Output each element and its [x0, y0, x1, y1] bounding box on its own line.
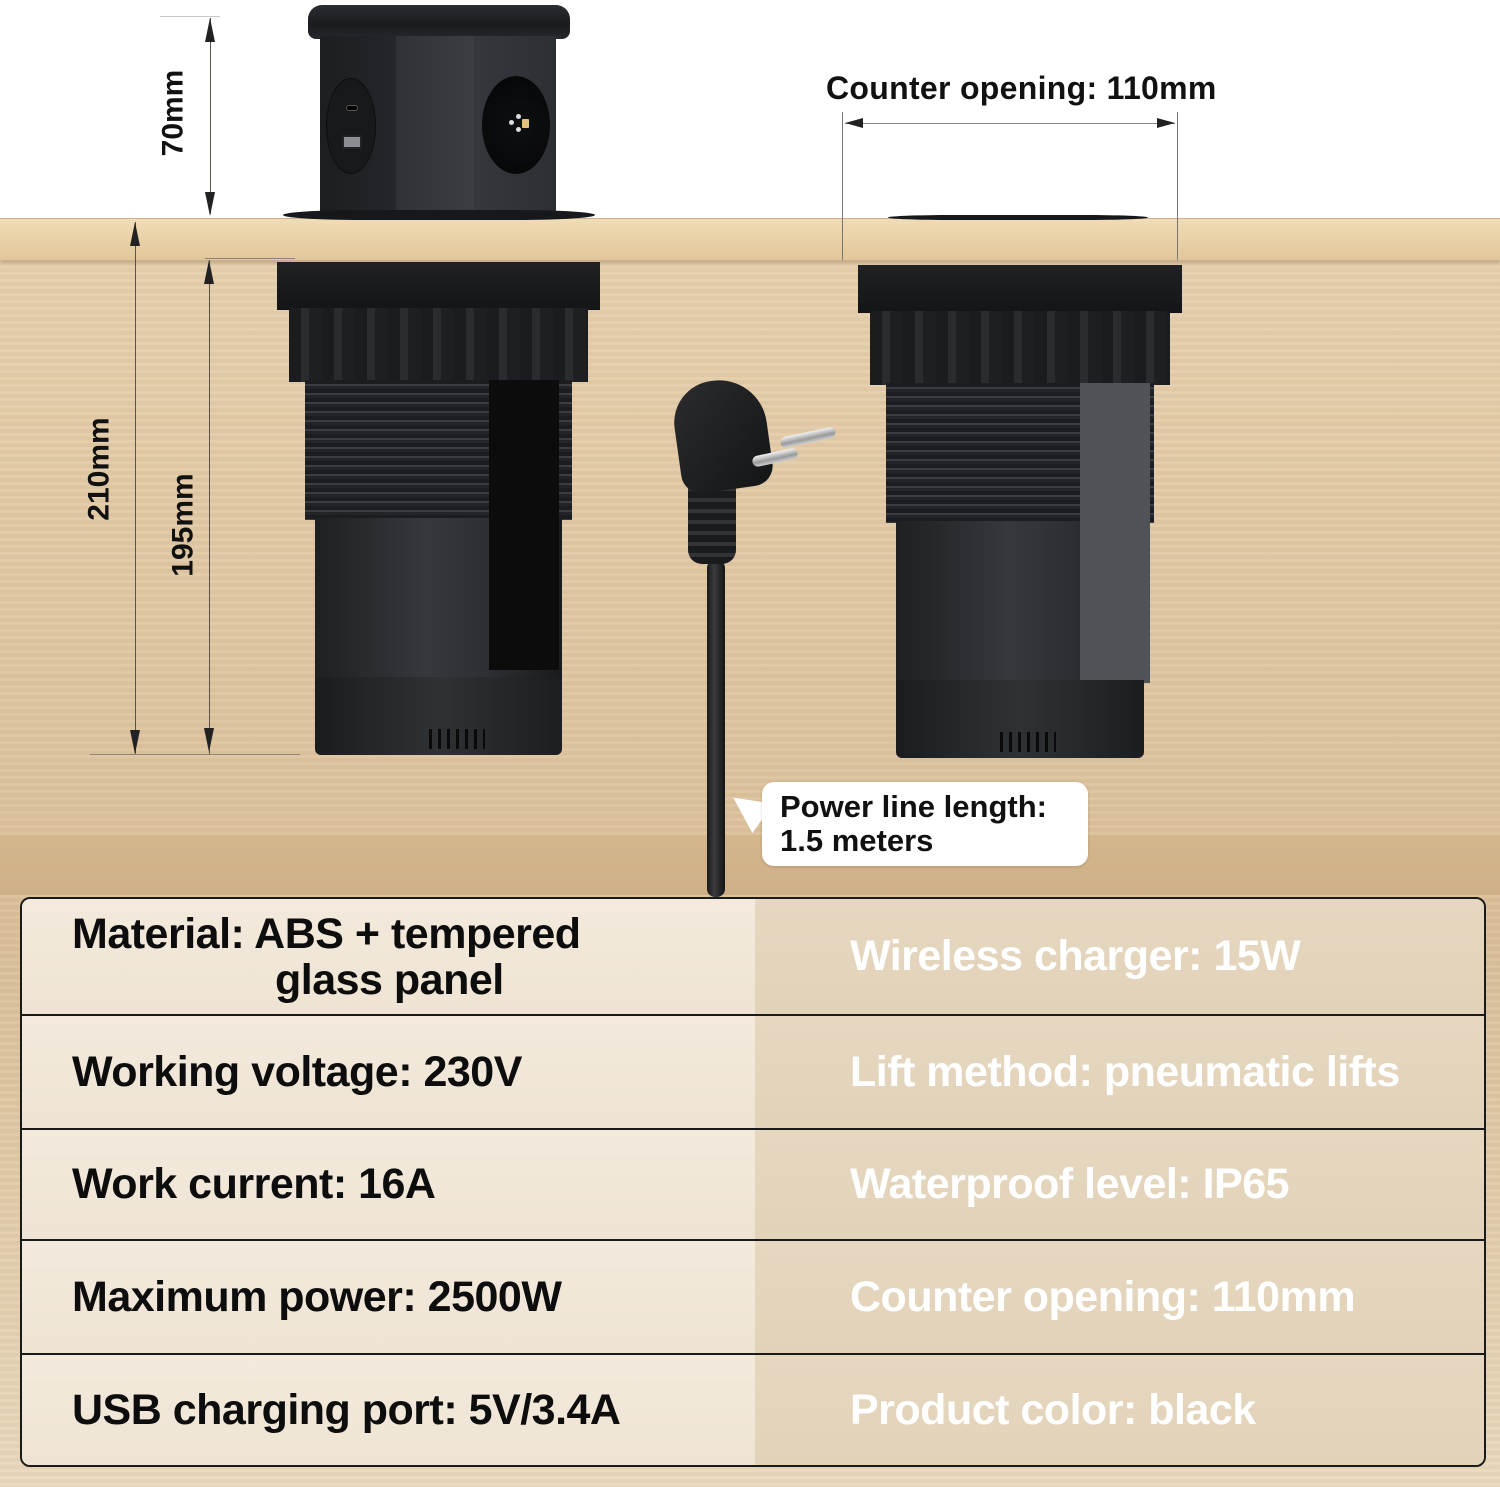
spec-maximum-power: Maximum power: 2500W	[22, 1241, 755, 1355]
housing-base	[315, 677, 562, 755]
tower-flange	[283, 210, 595, 220]
housing-rim	[858, 265, 1182, 313]
tower-body	[320, 36, 556, 214]
power-cable	[707, 560, 725, 897]
extension-line-right	[1177, 112, 1178, 260]
dimension-label-195mm: 195mm	[166, 473, 200, 577]
extension-line-top	[160, 16, 220, 17]
spec-waterproof-level: Waterproof level: IP65	[755, 1130, 1484, 1241]
spec-material-line1: Material: ABS + tempered	[72, 909, 581, 958]
dimension-line	[135, 222, 136, 754]
housing-side-panel	[489, 380, 559, 670]
dimension-line	[210, 18, 211, 214]
extension-line-bottom	[90, 754, 300, 755]
plug-strain-relief	[688, 480, 736, 564]
spec-product-color: Product color: black	[755, 1355, 1484, 1465]
dimension-label-210mm: 210mm	[82, 417, 116, 521]
wireless-charger-lid	[308, 5, 570, 39]
power-line-value: 1.5 meters	[780, 823, 934, 858]
flush-cover-flange	[888, 215, 1148, 220]
usb-a-port-icon	[342, 135, 362, 149]
countertop-board	[0, 218, 1500, 260]
housing-rim	[277, 262, 600, 310]
spec-table: Material: ABS + tempered glass panel Wir…	[20, 897, 1486, 1467]
counter-opening-label: Counter opening: 110mm	[826, 70, 1217, 106]
extension-line-top	[205, 258, 295, 259]
spec-counter-opening: Counter opening: 110mm	[755, 1241, 1484, 1355]
arrow-down-icon	[204, 728, 214, 752]
wood-wall-shadow-band	[0, 835, 1500, 895]
spec-wireless-charger: Wireless charger: 15W	[755, 899, 1484, 1016]
power-line-label: Power line length:	[780, 789, 1047, 824]
housing-side-panel	[1080, 383, 1150, 683]
arrow-down-icon	[130, 730, 140, 754]
socket-pin	[516, 114, 521, 119]
arrow-up-icon	[205, 18, 215, 42]
dimension-line	[209, 260, 210, 754]
dimension-line	[845, 123, 1175, 124]
arrow-up-icon	[130, 222, 140, 246]
dimension-label-70mm: 70mm	[156, 69, 190, 157]
socket-pin	[509, 120, 514, 125]
extension-line-left	[842, 112, 843, 260]
spec-material-line2: glass panel	[275, 955, 504, 1004]
arrow-right-icon	[1157, 118, 1175, 128]
spec-material: Material: ABS + tempered glass panel	[22, 899, 755, 1016]
spec-working-voltage: Working voltage: 230V	[22, 1016, 755, 1130]
usb-c-port-icon	[346, 105, 358, 111]
right-housing	[858, 265, 1182, 758]
schuko-socket-icon	[482, 76, 550, 174]
socket-face	[474, 36, 556, 214]
arrow-left-icon	[845, 118, 863, 128]
arrow-up-icon	[204, 260, 214, 284]
usb-port-panel	[326, 78, 376, 174]
socket-pin	[516, 127, 521, 132]
spec-lift-method: Lift method: pneumatic lifts	[755, 1016, 1484, 1130]
power-line-callout: Power line length: 1.5 meters	[762, 782, 1088, 866]
tower-face-middle	[396, 36, 474, 214]
left-housing	[277, 262, 600, 755]
housing-collar	[870, 311, 1170, 385]
housing-collar	[289, 308, 588, 382]
vent-slots-icon	[1000, 732, 1056, 752]
housing-base	[896, 680, 1144, 758]
usb-face	[320, 36, 396, 214]
socket-led-icon	[522, 119, 529, 128]
arrow-down-icon	[205, 192, 215, 216]
spec-usb-charging-port: USB charging port: 5V/3.4A	[22, 1355, 755, 1465]
spec-work-current: Work current: 16A	[22, 1130, 755, 1241]
vent-slots-icon	[428, 729, 485, 749]
